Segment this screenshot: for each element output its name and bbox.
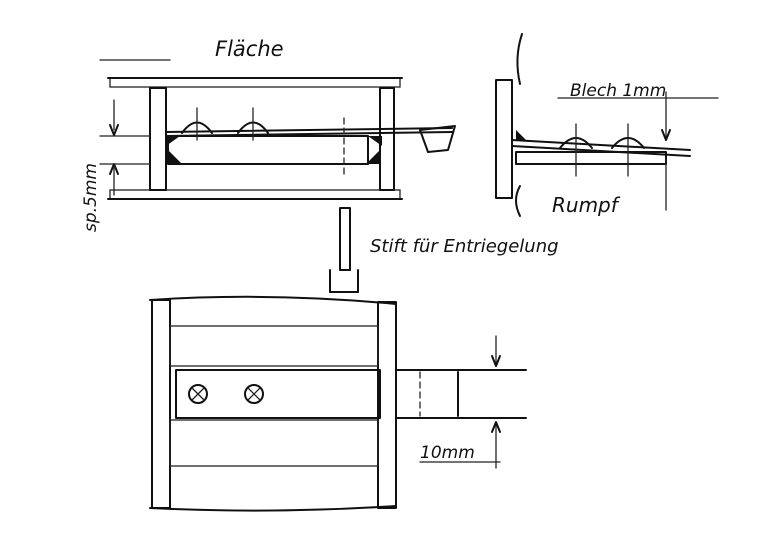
label-rumpf: Rumpf — [552, 193, 621, 217]
screw-icon — [188, 384, 208, 404]
wing-section-view: Fläche sp.5mm — [81, 37, 456, 232]
plan-plate — [175, 369, 381, 419]
wing-bottom-skin — [109, 189, 401, 200]
fuselage-section-view: Blech 1mm Rumpf — [495, 33, 719, 217]
label-flaeche: Fläche — [215, 37, 284, 61]
release-pin: Stift für Entriegelung — [329, 207, 559, 293]
plan-view: 10mm — [149, 295, 527, 512]
plan-left-rib — [151, 299, 171, 509]
label-sp-5mm: sp.5mm — [81, 163, 101, 232]
plan-foam-bottom — [169, 419, 379, 467]
plan-right-rib — [377, 301, 397, 509]
wing-left-rib — [149, 87, 167, 191]
label-10mm: 10mm — [420, 443, 475, 463]
fuselage-wall — [495, 79, 513, 199]
label-stift: Stift für Entriegelung — [370, 236, 559, 257]
wing-top-skin — [109, 77, 401, 88]
wing-right-rib — [379, 87, 395, 191]
wing-hatched-block — [167, 135, 369, 165]
wing-pin-tip — [419, 125, 456, 153]
screw-icon — [244, 384, 264, 404]
plan-foam-top — [169, 325, 379, 367]
label-blech: Blech 1mm — [570, 81, 666, 101]
